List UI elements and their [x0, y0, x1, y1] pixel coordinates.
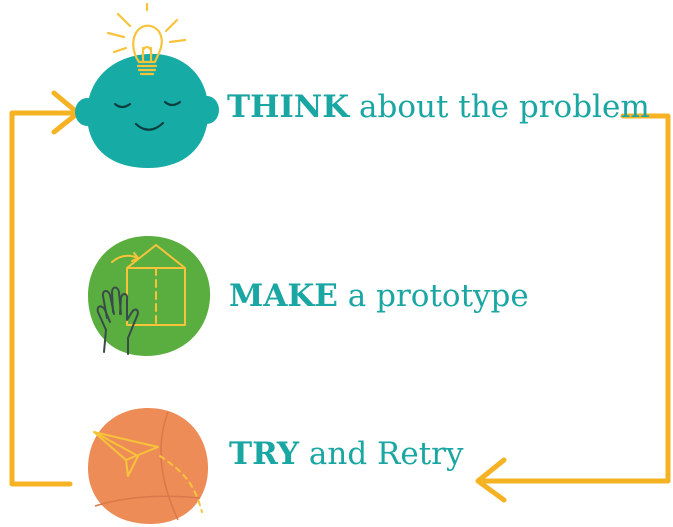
step-label-try: TRY and Retry — [229, 439, 464, 470]
paper-plane-icon — [88, 408, 208, 524]
step-label-think: THINK about the problem — [227, 92, 650, 123]
step-verb: TRY — [229, 436, 300, 472]
step-verb: MAKE — [229, 278, 338, 314]
cycle-connector — [9, 90, 671, 503]
step-description: and Retry — [299, 436, 464, 472]
step-description: about the problem — [349, 89, 650, 125]
arrowhead-to-try-icon — [475, 457, 507, 503]
left-connector-line — [9, 110, 79, 487]
step-label-make: MAKE a prototype — [229, 281, 529, 312]
step-verb: THINK — [227, 89, 350, 125]
step-description: a prototype — [337, 278, 529, 314]
right-connector-line — [482, 113, 671, 484]
hand-box-icon — [88, 236, 211, 356]
lightbulb-head-icon — [75, 2, 219, 168]
